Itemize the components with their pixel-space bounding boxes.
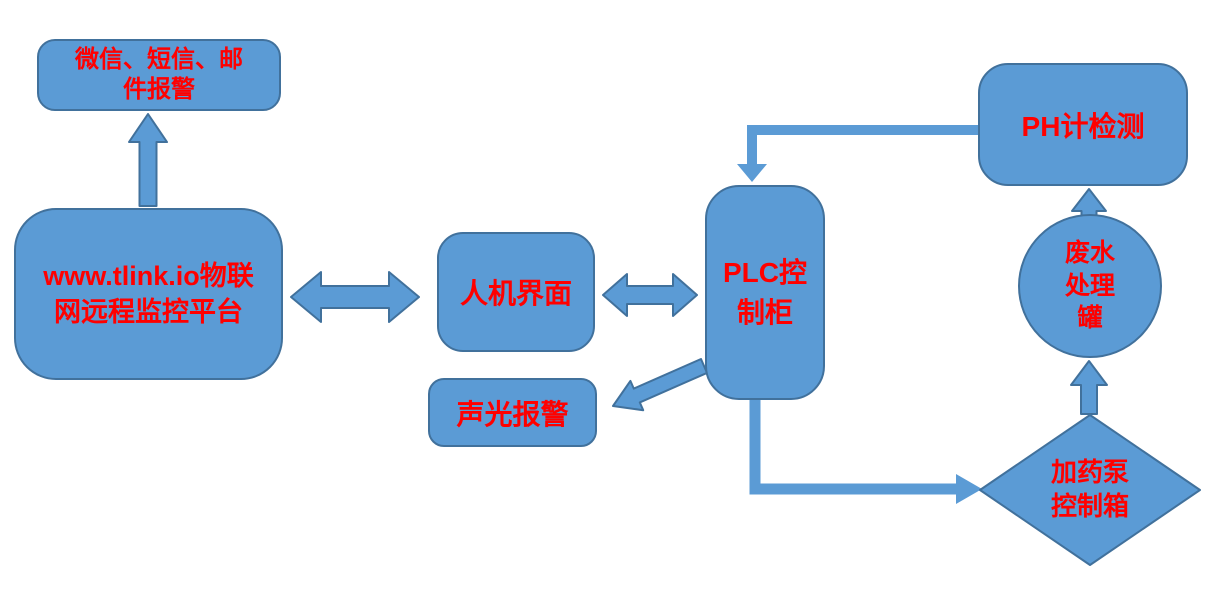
arrow-platform-to-alert — [128, 113, 168, 207]
node-pump: 加药泵 控制箱 — [1020, 453, 1160, 527]
node-platform: www.tlink.io物联 网远程监控平台 — [14, 208, 283, 380]
node-tank: 废水 处理 罐 — [1018, 214, 1162, 358]
node-hmi: 人机界面 — [437, 232, 595, 352]
node-ph-meter-label: PH计检测 — [1021, 110, 1145, 142]
node-platform-label: www.tlink.io物联 网远程监控平台 — [43, 260, 254, 327]
node-sound-alarm-label: 声光报警 — [456, 398, 569, 430]
elbow-plc-to-pump-arrowhead — [956, 474, 982, 504]
node-tank-label: 废水 处理 罐 — [1064, 239, 1115, 333]
node-plc: PLC控 制柜 — [705, 185, 825, 400]
node-hmi-label: 人机界面 — [459, 278, 572, 309]
elbow-ph-to-plc — [747, 125, 978, 164]
node-ph-meter: PH计检测 — [978, 63, 1188, 186]
elbow-ph-to-plc-arrowhead — [737, 164, 767, 182]
double-arrow-platform-hmi — [290, 271, 420, 323]
node-alert: 微信、短信、邮 件报警 — [37, 39, 281, 111]
node-plc-label: PLC控 制柜 — [722, 257, 807, 328]
arrow-pump-to-tank — [1070, 360, 1108, 415]
node-pump-label: 加药泵 控制箱 — [1050, 457, 1129, 521]
node-pump-diamond-shape — [979, 414, 1201, 566]
elbow-plc-to-pump — [749, 400, 956, 495]
double-arrow-hmi-plc — [602, 273, 698, 317]
arrow-plc-to-sound-alarm — [612, 358, 708, 412]
node-sound-alarm: 声光报警 — [428, 378, 597, 447]
node-alert-label: 微信、短信、邮 件报警 — [75, 46, 243, 103]
